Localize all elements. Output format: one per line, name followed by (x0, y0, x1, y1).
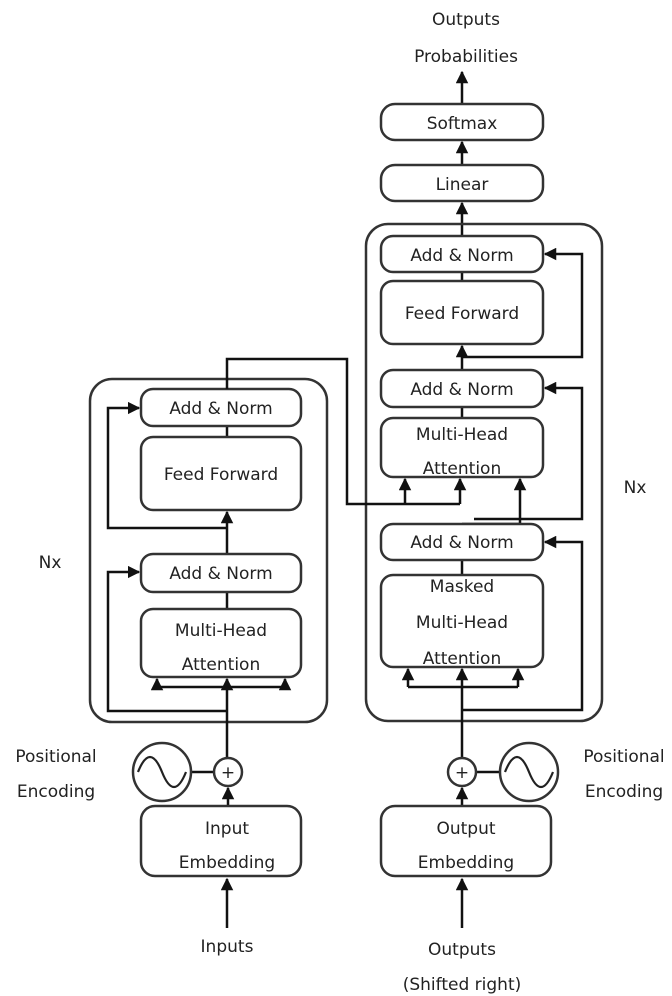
dec-positional-label-line1: Positional (583, 747, 664, 767)
input-embedding-box (139, 804, 303, 878)
output-probabilities-label-line2: Probabilities (414, 47, 518, 67)
enc-add-norm-top-label: Add & Norm (169, 399, 272, 419)
dec-add-norm-bottom-label: Add & Norm (410, 533, 513, 553)
encoder-nx-label: Nx (39, 553, 62, 573)
enc-mha-label-line2: Attention (182, 655, 260, 675)
inputs-label: Inputs (201, 937, 254, 957)
dec-masked-label-line2: Multi-Head (416, 613, 508, 633)
dec-feed-forward-label: Feed Forward (405, 304, 519, 324)
enc-add-norm-bottom-label: Add & Norm (169, 564, 272, 584)
enc-sine-curve (136, 755, 188, 789)
dec-add-norm-top-box (379, 234, 545, 274)
enc-positional-label-line1: Positional (15, 747, 96, 767)
outputs-shifted-label-line1: Outputs (428, 940, 496, 960)
dec-feed-forward-box (379, 279, 545, 346)
dec-add-norm-top-label: Add & Norm (410, 246, 513, 266)
output-embedding-label-line1: Output (436, 819, 495, 839)
enc-feed-forward-box (139, 435, 303, 512)
output-embedding-box (379, 804, 553, 878)
encoder-to-decoder-line (225, 357, 460, 506)
input-embedding-label-line1: Input (205, 819, 249, 839)
dec-mha-label-line2: Attention (423, 459, 501, 479)
dec-cross-residual-arrow (474, 381, 584, 521)
softmax-label: Softmax (427, 114, 498, 134)
dec-add-norm-mid-label: Add & Norm (410, 380, 513, 400)
enc-multi-head-attention-box (139, 607, 303, 679)
dec-add-circle-icon (446, 756, 478, 788)
enc-feed-forward-label: Feed Forward (164, 465, 278, 485)
linear-box (379, 163, 545, 203)
enc-positional-label-line2: Encoding (17, 782, 95, 802)
enc-ff-residual-arrow (106, 401, 227, 530)
dec-masked-label-line3: Attention (423, 649, 501, 669)
decoder-stack-frame (364, 222, 604, 723)
input-embedding-label-line2: Embedding (179, 853, 275, 873)
enc-mha-label-line1: Multi-Head (175, 621, 267, 641)
enc-plus-symbol: + (221, 763, 235, 783)
encoder-stack-frame (88, 377, 329, 724)
dec-positional-label-line2: Encoding (585, 782, 663, 802)
output-embedding-label-line2: Embedding (418, 853, 514, 873)
dec-ff-residual-arrow (462, 247, 584, 359)
enc-add-norm-top-box (139, 387, 303, 428)
dec-masked-residual-arrow (462, 535, 584, 712)
dec-query-arrow (462, 477, 527, 526)
enc-attn-residual-arrow (106, 565, 227, 713)
dec-masked-attention-box (379, 573, 545, 669)
dec-multi-head-attention-box (379, 416, 545, 479)
dec-mha-label-line1: Multi-Head (416, 425, 508, 445)
linear-label: Linear (436, 175, 489, 195)
outputs-shifted-label-line2: (Shifted right) (403, 975, 522, 995)
output-probabilities-label-line1: Outputs (432, 10, 500, 30)
enc-add-norm-bottom-box (139, 552, 303, 594)
dec-add-norm-bottom-box (379, 522, 545, 562)
dec-plus-symbol: + (455, 763, 469, 783)
softmax-box (379, 102, 545, 142)
dec-masked-label-line1: Masked (430, 577, 494, 597)
decoder-nx-label: Nx (624, 478, 647, 498)
dec-add-norm-mid-box (379, 368, 545, 409)
dec-sine-curve (503, 755, 555, 789)
enc-add-circle-icon (212, 756, 244, 788)
